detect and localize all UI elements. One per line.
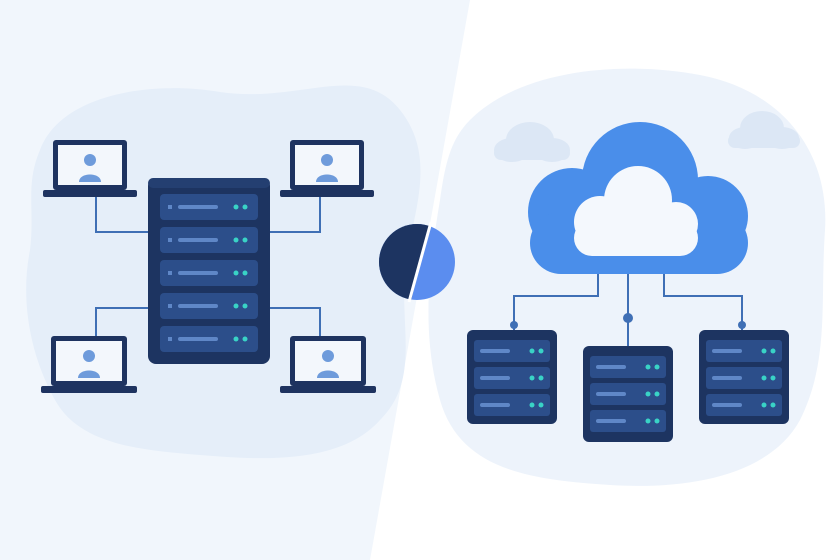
cloud-server-left-icon [467, 330, 557, 424]
server-unit [160, 194, 258, 220]
laptop-top-right-icon [280, 140, 374, 197]
cloud-icon [528, 122, 748, 274]
server-unit [160, 227, 258, 253]
cloud-server-center-icon [583, 346, 673, 442]
laptop-top-left-icon [43, 140, 137, 197]
server-unit [160, 260, 258, 286]
client-connections [95, 196, 321, 338]
small-cloud-left-icon [494, 122, 570, 162]
laptop-bottom-left-icon [41, 336, 137, 393]
server-rack-icon [148, 178, 270, 364]
server-unit [160, 326, 258, 352]
connection-node [738, 321, 746, 329]
small-cloud-right-icon [728, 111, 800, 149]
connection-node [623, 313, 633, 323]
cloud-server-right-icon [699, 330, 789, 424]
server-unit [160, 293, 258, 319]
cloud-connections [513, 272, 743, 346]
laptop-bottom-right-icon [280, 336, 376, 393]
connection-node [510, 321, 518, 329]
